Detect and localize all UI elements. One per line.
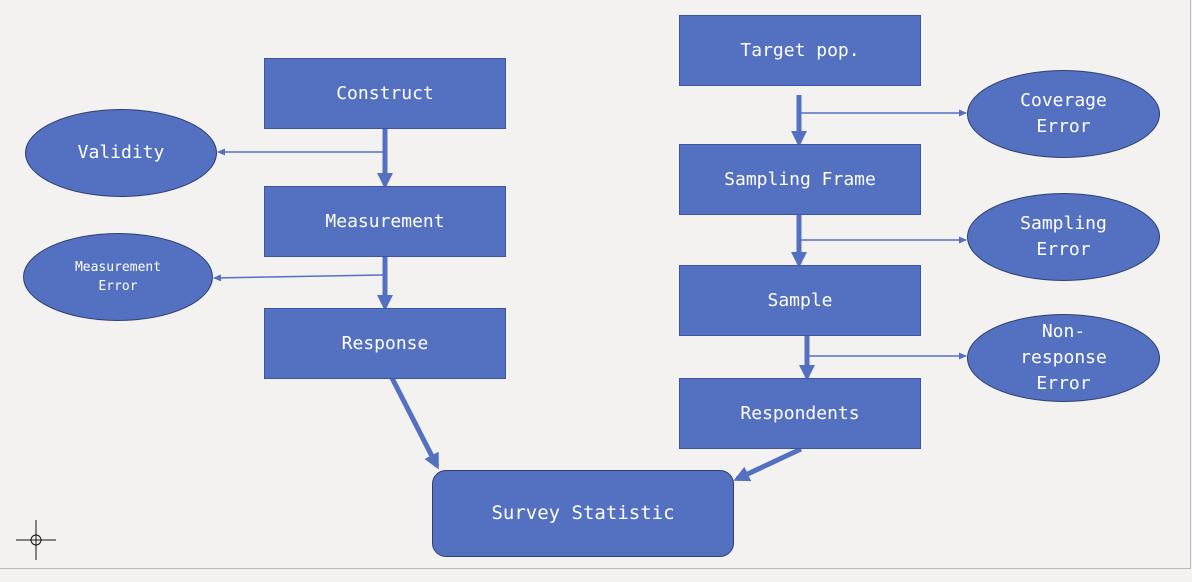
respondents-label: Respondents bbox=[740, 402, 860, 424]
coverage-error-label: Coverage Error bbox=[1020, 89, 1107, 137]
measurement-label: Measurement bbox=[325, 210, 445, 232]
sampling-frame-label: Sampling Frame bbox=[724, 168, 876, 190]
nonresponse-error-label: Non- response Error bbox=[1020, 320, 1107, 395]
response-label: Response bbox=[341, 332, 429, 354]
validity-label: Validity bbox=[77, 141, 165, 163]
response-box: Response bbox=[264, 308, 506, 379]
sample-box: Sample bbox=[679, 265, 921, 336]
sample-label: Sample bbox=[767, 289, 833, 311]
nonresponse-error-ellipse: Non- response Error bbox=[967, 314, 1160, 402]
coverage-error-ellipse: Coverage Error bbox=[967, 70, 1160, 158]
measurement-box: Measurement bbox=[264, 186, 506, 257]
construct-box: Construct bbox=[264, 58, 506, 129]
measurement-error-label: Measurement Error bbox=[74, 259, 162, 295]
sampling-error-ellipse: Sampling Error bbox=[967, 193, 1160, 281]
survey-statistic-label: Survey Statistic bbox=[491, 502, 675, 525]
target-pop-box: Target pop. bbox=[679, 15, 921, 86]
sampling-error-label: Sampling Error bbox=[1020, 212, 1107, 260]
crosshair-icon bbox=[16, 520, 56, 560]
respondents-box: Respondents bbox=[679, 378, 921, 449]
target-pop-label: Target pop. bbox=[740, 39, 860, 61]
measurement-error-ellipse: Measurement Error bbox=[23, 233, 213, 321]
construct-label: Construct bbox=[336, 82, 434, 104]
arrow-respondents-to-statistic bbox=[733, 446, 803, 482]
arrow-response-to-statistic bbox=[389, 376, 440, 470]
validity-ellipse: Validity bbox=[25, 109, 217, 197]
canvas-frame bbox=[0, 0, 1191, 569]
sampling-frame-box: Sampling Frame bbox=[679, 144, 921, 215]
survey-statistic-box: Survey Statistic bbox=[432, 470, 734, 557]
arrow-to-measurement-error bbox=[213, 274, 384, 282]
